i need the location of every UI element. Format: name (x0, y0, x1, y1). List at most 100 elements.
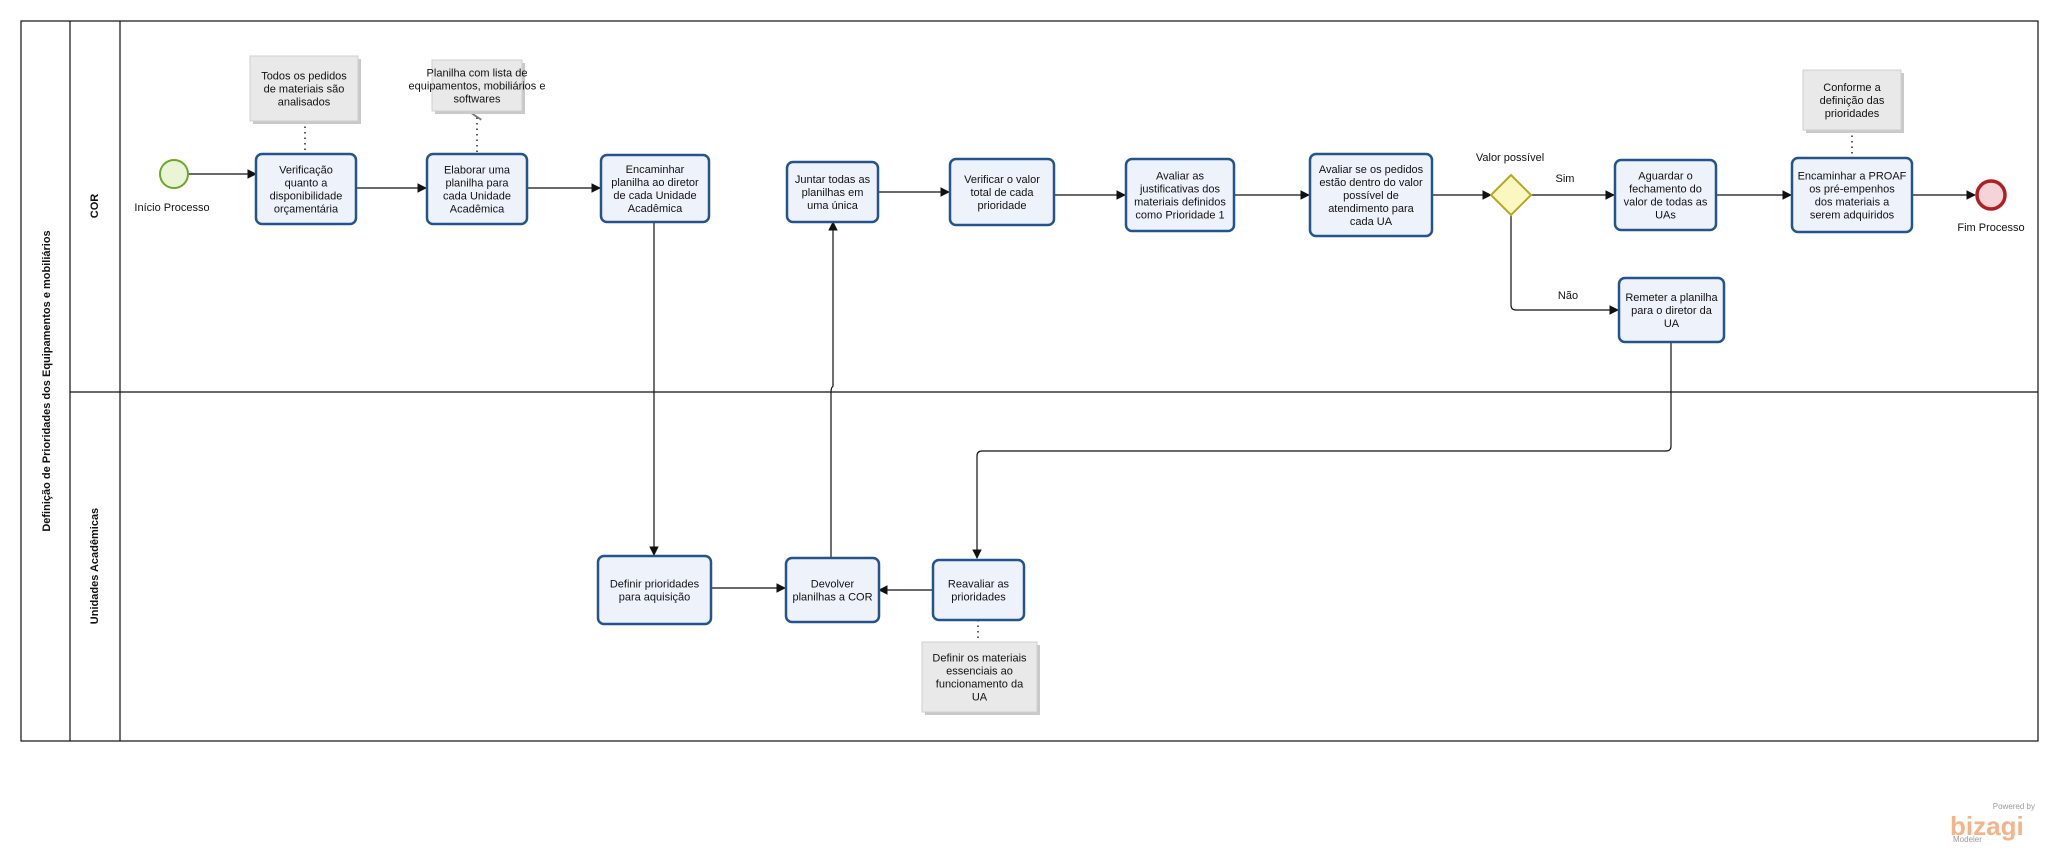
annotation-paper[interactable] (921, 641, 1038, 713)
annotation-text-line: Todos os pedidos (261, 71, 347, 83)
task-text-line: possível de (1343, 190, 1399, 202)
gateway-no-label: Não (1558, 290, 1578, 302)
annotation-text-line: analisados (278, 97, 331, 109)
associations (304, 107, 1853, 642)
gateway-label: Valor possível (1476, 152, 1544, 164)
task-box[interactable] (425, 152, 529, 226)
annotation-text-line: essenciais ao (946, 666, 1013, 678)
bizagi-logo: bizagi (1950, 811, 2024, 841)
bizagi-branding: Powered by bizagi Modeler (1950, 802, 2035, 844)
pool: Definição de Prioridades dos Equipamento… (20, 20, 2039, 742)
annotation-paper[interactable] (1802, 69, 1902, 131)
task-text-line: Avaliar se os pedidos (1319, 164, 1424, 176)
annotation-text-line: funcionamento da (936, 679, 1024, 691)
task-text-line: para aquisição (619, 592, 691, 604)
annotation-text-line: definição das (1820, 95, 1885, 107)
task-text-line: valor de todas as (1624, 197, 1708, 209)
task-text-line: Avaliar as (1156, 171, 1205, 183)
task-text-line: prioridades (951, 592, 1006, 604)
task-text-line: Definir prioridades (610, 579, 700, 591)
task-text-line: como Prioridade 1 (1135, 210, 1224, 222)
task-box[interactable] (784, 556, 881, 624)
annotation-text-line: Planilha com lista de (427, 68, 528, 80)
task-text-line: orçamentária (274, 204, 339, 216)
annotation-text-line: softwares (453, 94, 501, 106)
task-text-line: atendimento para (1328, 203, 1414, 215)
task-text-line: materiais definidos (1134, 197, 1226, 209)
task-text-line: Verificação (279, 165, 333, 177)
task-box[interactable] (931, 558, 1026, 622)
task-box[interactable] (1124, 157, 1236, 233)
sequence-flows (189, 169, 1976, 595)
end-event[interactable] (1975, 179, 2007, 211)
task-text-line: estão dentro do valor (1319, 177, 1423, 189)
task-text-line: planilhas em (802, 187, 864, 199)
powered-by-text: Powered by (1993, 802, 2035, 811)
pool-border (20, 20, 2039, 742)
task-text-line: serem adquiridos (1810, 210, 1895, 222)
task-box[interactable] (596, 554, 713, 626)
task-text-line: Encaminhar a PROAF (1798, 171, 1907, 183)
start-event-circle[interactable] (159, 159, 189, 189)
task-text-line: planilha ao diretor (611, 177, 699, 189)
exclusive-gateway[interactable] (1489, 173, 1533, 217)
task-text-line: Acadêmica (450, 204, 505, 216)
gateway-diamond[interactable] (1489, 173, 1533, 217)
annotation-paper[interactable] (431, 59, 523, 112)
task-box[interactable] (599, 153, 711, 224)
task-text-line: disponibilidade (270, 191, 343, 203)
task-box[interactable] (1617, 276, 1726, 344)
task-text-line: Juntar todas as (795, 174, 871, 186)
task-text-line: dos materiais a (1815, 197, 1890, 209)
task-text-line: Acadêmica (628, 203, 683, 215)
task-text-line: prioridade (978, 200, 1027, 212)
task-text-line: Encaminhar (626, 164, 685, 176)
task-text-line: cada Unidade (443, 191, 511, 203)
task-text-line: os pré-empenhos (1809, 184, 1895, 196)
end-event-label: Fim Processo (1957, 222, 2024, 234)
task-text-line: total de cada (971, 187, 1035, 199)
end-event-circle[interactable] (1975, 179, 2007, 211)
task-box[interactable] (1790, 156, 1914, 234)
task-text-line: Aguardar o (1638, 171, 1692, 183)
task-text-line: Verificar o valor (964, 174, 1040, 186)
task-text-line: justificativas dos (1139, 184, 1221, 196)
task-box[interactable] (254, 152, 358, 226)
lane-title-unidades: Unidades Acadêmicas (89, 508, 101, 624)
flow-t10-t13 (972, 342, 1672, 559)
pool-title: Definição de Prioridades dos Equipamento… (41, 230, 53, 531)
task-box[interactable] (1308, 152, 1434, 238)
task-box[interactable] (948, 157, 1056, 227)
task-text-line: uma única (807, 200, 859, 212)
task-text-line: planilhas a COR (792, 592, 872, 604)
task-text-line: fechamento do (1629, 184, 1702, 196)
annotation-paper[interactable] (249, 55, 359, 122)
task-box[interactable] (785, 160, 880, 224)
task-box[interactable] (1613, 158, 1718, 232)
task-text-line: quanto a (285, 178, 329, 190)
task-text-line: Remeter a planilha (1625, 292, 1718, 304)
task-text-line: Elaborar uma (444, 165, 511, 177)
task-text-line: Reavaliar as (948, 579, 1010, 591)
task-text-line: cada UA (1350, 216, 1393, 228)
task-text-line: Devolver (811, 579, 855, 591)
start-event[interactable] (159, 159, 189, 189)
